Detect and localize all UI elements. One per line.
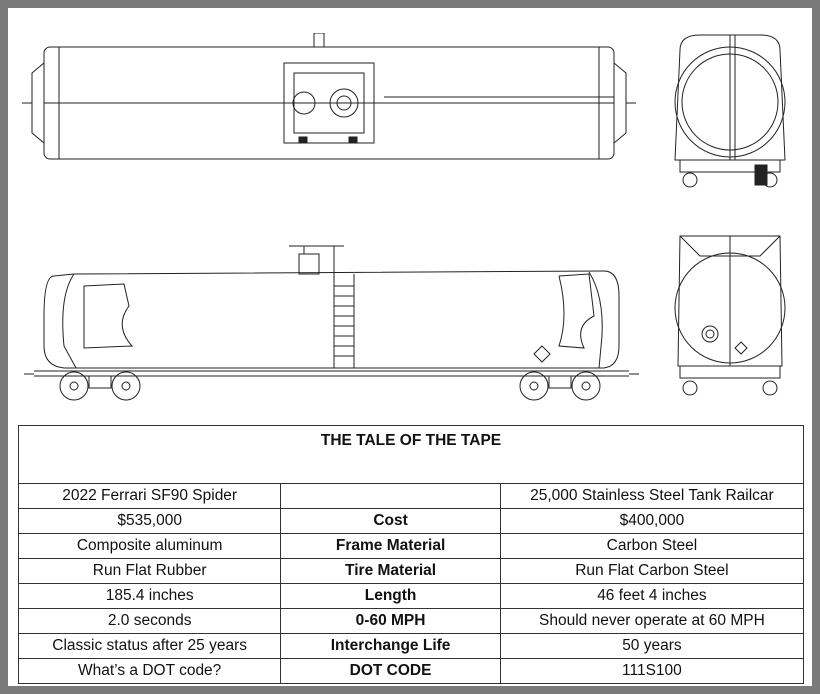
ferrari-value: $535,000 bbox=[17, 508, 282, 534]
ferrari-value: Run Flat Rubber bbox=[17, 558, 282, 584]
header-railcar: 25,000 Stainless Steel Tank Railcar bbox=[499, 483, 805, 509]
attribute-label: Frame Material bbox=[280, 533, 501, 559]
tank-car-top-view bbox=[22, 33, 636, 160]
attribute-label: Tire Material bbox=[280, 558, 501, 584]
railcar-value: 111S100 bbox=[499, 658, 805, 684]
document-page: THE TALE OF THE TAPE 2022 Ferrari SF90 S… bbox=[8, 8, 812, 686]
attribute-label: Length bbox=[280, 583, 501, 609]
railcar-value: Carbon Steel bbox=[499, 533, 805, 559]
ferrari-value: 185.4 inches bbox=[17, 583, 282, 609]
ferrari-value: What’s a DOT code? bbox=[17, 658, 282, 684]
table-header-row: 2022 Ferrari SF90 Spider 25,000 Stainles… bbox=[17, 483, 805, 509]
railcar-value: Run Flat Carbon Steel bbox=[499, 558, 805, 584]
railcar-value: $400,000 bbox=[499, 508, 805, 534]
attribute-label: DOT CODE bbox=[280, 658, 501, 684]
ferrari-value: Classic status after 25 years bbox=[17, 633, 282, 659]
attribute-label: Cost bbox=[280, 508, 501, 534]
ferrari-value: 2.0 seconds bbox=[17, 608, 282, 634]
railcar-value: Should never operate at 60 MPH bbox=[499, 608, 805, 634]
attribute-label: Interchange Life bbox=[280, 633, 501, 659]
header-blank bbox=[280, 483, 501, 509]
tank-car-end-view-a bbox=[674, 34, 786, 188]
railcar-value: 46 feet 4 inches bbox=[499, 583, 805, 609]
header-ferrari: 2022 Ferrari SF90 Spider bbox=[17, 483, 282, 509]
table-title: THE TALE OF THE TAPE bbox=[18, 425, 804, 484]
tale-of-the-tape-table: THE TALE OF THE TAPE 2022 Ferrari SF90 S… bbox=[17, 425, 805, 684]
tank-car-side-view bbox=[24, 245, 639, 401]
attribute-label: 0-60 MPH bbox=[280, 608, 501, 634]
ferrari-value: Composite aluminum bbox=[17, 533, 282, 559]
tank-car-end-view-b bbox=[674, 235, 786, 396]
table-title-row: THE TALE OF THE TAPE bbox=[18, 425, 804, 484]
railcar-value: 50 years bbox=[499, 633, 805, 659]
